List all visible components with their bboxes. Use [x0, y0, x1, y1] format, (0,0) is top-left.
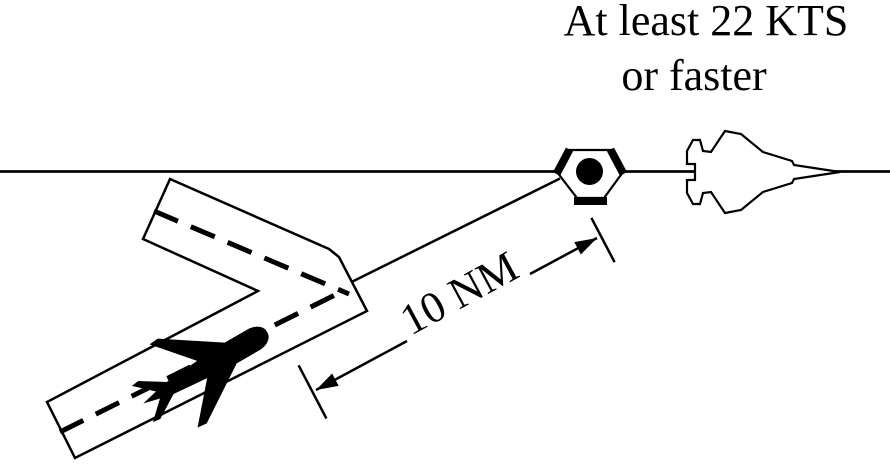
dimension-arrowhead-left: [316, 373, 339, 390]
vortac-waypoint-icon: [552, 147, 628, 205]
fix-tab-right: [606, 147, 628, 176]
fix-center-dot: [576, 158, 603, 185]
airport-runways: [45, 177, 369, 460]
upper-runway-centerline: [153, 208, 350, 297]
speed-annotation-line1: At least 22 KTS: [564, 0, 849, 45]
speed-annotation: At least 22 KTS or faster: [564, 0, 849, 100]
dimension-tick-left: [297, 364, 328, 420]
runways-outline: [45, 177, 369, 460]
fighter-jet-outline-icon: [685, 129, 841, 215]
dimension-arrowhead-right: [574, 238, 597, 255]
distance-label: 10 NM: [392, 242, 526, 345]
fix-tab-left: [552, 147, 574, 176]
lower-runway-centerline: [58, 287, 347, 435]
airliner-silhouette-icon: [131, 326, 269, 428]
runway-to-fix-course-line: [350, 177, 561, 284]
dimension-tick-right: [590, 217, 616, 263]
speed-annotation-line2: or faster: [621, 51, 767, 100]
